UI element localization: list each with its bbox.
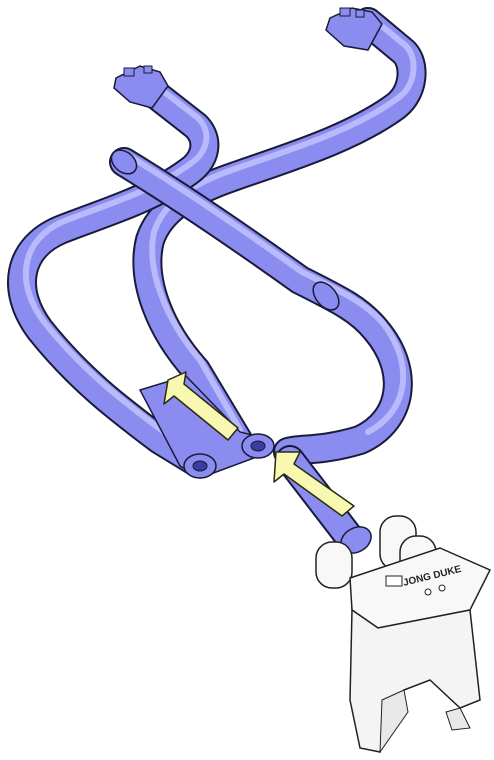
indicator-dot-icon: [439, 585, 445, 591]
brand-logo-icon: [386, 576, 402, 586]
indicator-dot-icon: [425, 589, 431, 595]
device-unit: JONG DUKE: [316, 516, 490, 752]
